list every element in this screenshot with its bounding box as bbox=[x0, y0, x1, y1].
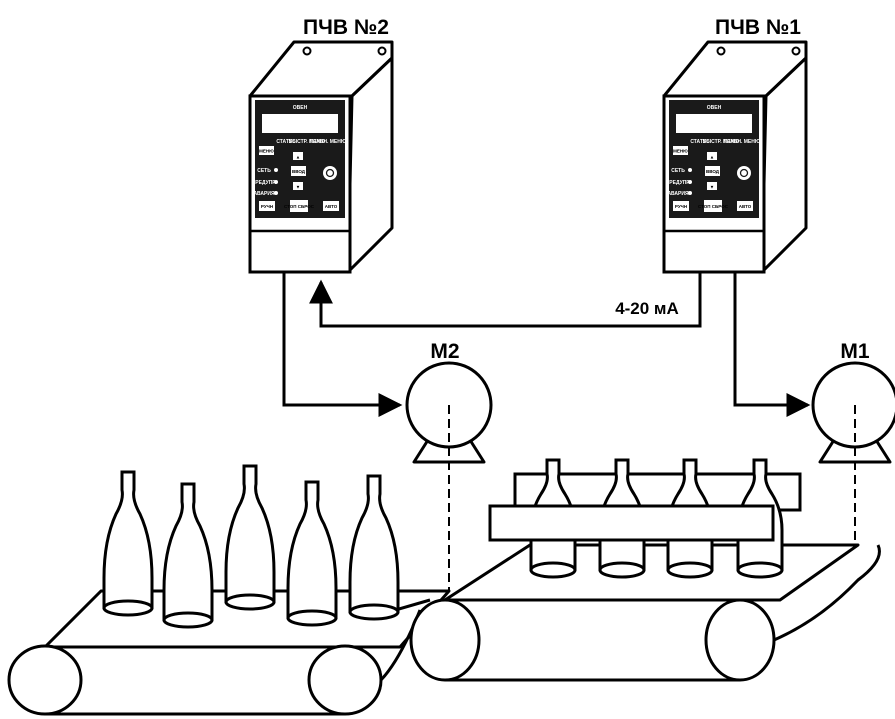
svg-text:ВВОД: ВВОД bbox=[706, 169, 720, 174]
svg-text:▼: ▼ bbox=[710, 185, 714, 190]
drive-1-up-key[interactable] bbox=[707, 152, 717, 160]
motor-2 bbox=[405, 361, 493, 592]
frequency-drive-2: ОВЕН СТАТУС БЫСТР. МЕНЮ ГЛАВН. МЕНЮ МЕНЮ… bbox=[248, 40, 394, 274]
motor-2-label: М2 bbox=[430, 340, 459, 363]
drive-1-led-quick: БЫСТР. МЕНЮ bbox=[703, 139, 740, 145]
svg-text:СТОП СБРОС: СТОП СБРОС bbox=[698, 204, 729, 209]
drive-1-led-main: ГЛАВН. МЕНЮ bbox=[724, 139, 760, 145]
svg-text:АВАРИЯ: АВАРИЯ bbox=[667, 191, 689, 197]
svg-text:ВВОД: ВВОД bbox=[292, 169, 306, 174]
drive-1-stop-key[interactable] bbox=[704, 200, 722, 212]
drive-2-led-alarm bbox=[274, 191, 278, 195]
svg-text:АВТО: АВТО bbox=[739, 204, 752, 209]
drive-1-led-alarm bbox=[688, 191, 692, 195]
svg-text:▼: ▼ bbox=[296, 185, 300, 190]
drive-2-led-warn bbox=[274, 180, 278, 184]
drive-2-led-main: ГЛАВН. МЕНЮ bbox=[310, 139, 346, 145]
drive-2-led-status: СТАТУС bbox=[276, 139, 296, 145]
svg-text:▲: ▲ bbox=[296, 155, 300, 160]
signal-label: 4-20 мА bbox=[615, 299, 679, 318]
drive-2-enter-key[interactable] bbox=[291, 166, 306, 176]
drive-2-up-key[interactable] bbox=[293, 152, 303, 160]
bottle bbox=[224, 464, 276, 611]
svg-text:АВТО: АВТО bbox=[325, 204, 338, 209]
drive-2-led-on bbox=[274, 168, 278, 172]
power-line-motor-2 bbox=[282, 272, 403, 417]
bottle bbox=[348, 474, 400, 621]
svg-text:АВАРИЯ: АВАРИЯ bbox=[253, 191, 275, 197]
drive-1-label: ПЧВ №1 bbox=[715, 16, 801, 39]
drive-2-brand: ОВЕН bbox=[293, 105, 308, 111]
signal-line-4-20ma bbox=[309, 272, 702, 328]
svg-text:ПРЕДУПР.: ПРЕДУПР. bbox=[666, 180, 691, 186]
drive-1-menu-key[interactable] bbox=[673, 146, 688, 155]
drive-2-menu-key[interactable] bbox=[259, 146, 274, 155]
bottles-row-2 bbox=[102, 464, 400, 629]
motor-1 bbox=[811, 361, 895, 545]
drive-2-down-key[interactable] bbox=[293, 182, 303, 190]
bottle bbox=[102, 470, 154, 617]
bottle bbox=[162, 482, 214, 629]
svg-text:МЕНЮ: МЕНЮ bbox=[673, 149, 688, 154]
bottles-row-1 bbox=[488, 458, 802, 579]
bottle bbox=[286, 480, 338, 627]
drive-1-led-status: СТАТУС bbox=[690, 139, 710, 145]
power-line-motor-1 bbox=[733, 272, 811, 417]
frequency-drive-1: ОВЕН СТАТУС БЫСТР. МЕНЮ ГЛАВН. МЕНЮ МЕНЮ… bbox=[662, 40, 808, 274]
drive-2-display bbox=[262, 114, 338, 133]
drive-2-stop-key[interactable] bbox=[290, 200, 308, 212]
svg-text:ПРЕДУПР.: ПРЕДУПР. bbox=[252, 180, 277, 186]
drive-1-down-key[interactable] bbox=[707, 182, 717, 190]
drive-1-manual-key[interactable] bbox=[673, 201, 689, 211]
drive-2-label: ПЧВ №2 bbox=[303, 16, 389, 39]
drive-2-manual-key[interactable] bbox=[259, 201, 275, 211]
drive-1-display bbox=[676, 114, 752, 133]
svg-text:СТОП СБРОС: СТОП СБРОС bbox=[284, 204, 315, 209]
gripper-front-bar bbox=[488, 504, 775, 542]
drive-2-auto-key[interactable] bbox=[323, 201, 339, 211]
svg-text:СЕТЬ: СЕТЬ bbox=[257, 168, 271, 174]
svg-text:РУЧН: РУЧН bbox=[261, 204, 273, 209]
motor-1-label: М1 bbox=[840, 340, 869, 363]
drive-1-auto-key[interactable] bbox=[737, 201, 753, 211]
drive-2-dial-knob[interactable] bbox=[323, 166, 337, 180]
svg-text:▲: ▲ bbox=[710, 155, 714, 160]
svg-text:МЕНЮ: МЕНЮ bbox=[259, 149, 274, 154]
drive-1-led-warn bbox=[688, 180, 692, 184]
drive-1-led-on bbox=[688, 168, 692, 172]
svg-text:СЕТЬ: СЕТЬ bbox=[671, 168, 685, 174]
drive-1-dial-knob[interactable] bbox=[737, 166, 751, 180]
svg-text:РУЧН: РУЧН bbox=[675, 204, 687, 209]
drive-2-led-quick: БЫСТР. МЕНЮ bbox=[289, 139, 326, 145]
drive-1-enter-key[interactable] bbox=[705, 166, 720, 176]
drive-1-brand: ОВЕН bbox=[707, 105, 722, 111]
